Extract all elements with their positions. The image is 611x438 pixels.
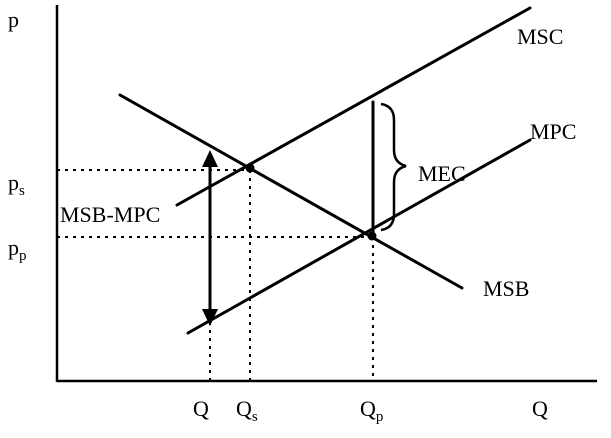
arrow-up-icon (202, 150, 218, 167)
y-axis-label: p (8, 7, 19, 32)
mec-brace (380, 102, 407, 232)
x-axis-label: Q (532, 396, 548, 421)
arrow-down-icon (202, 309, 218, 326)
pp-tick-label: pp (8, 235, 27, 264)
msc-curve (175, 6, 532, 207)
mec-label: MEC (418, 161, 466, 186)
q-tick-label: Q (193, 396, 209, 421)
mpc-curve (186, 138, 532, 335)
msb-curve (118, 93, 464, 290)
msc-label: MSC (517, 24, 563, 49)
mpc-label: MPC (530, 119, 576, 144)
social-optimum-point (245, 163, 255, 173)
msb-mpc-label: MSB-MPC (60, 202, 160, 227)
qs-tick-label: Qs (236, 396, 258, 425)
qp-tick-label: Qp (360, 396, 383, 425)
ps-tick-label: ps (8, 170, 25, 199)
msb-label: MSB (483, 276, 529, 301)
